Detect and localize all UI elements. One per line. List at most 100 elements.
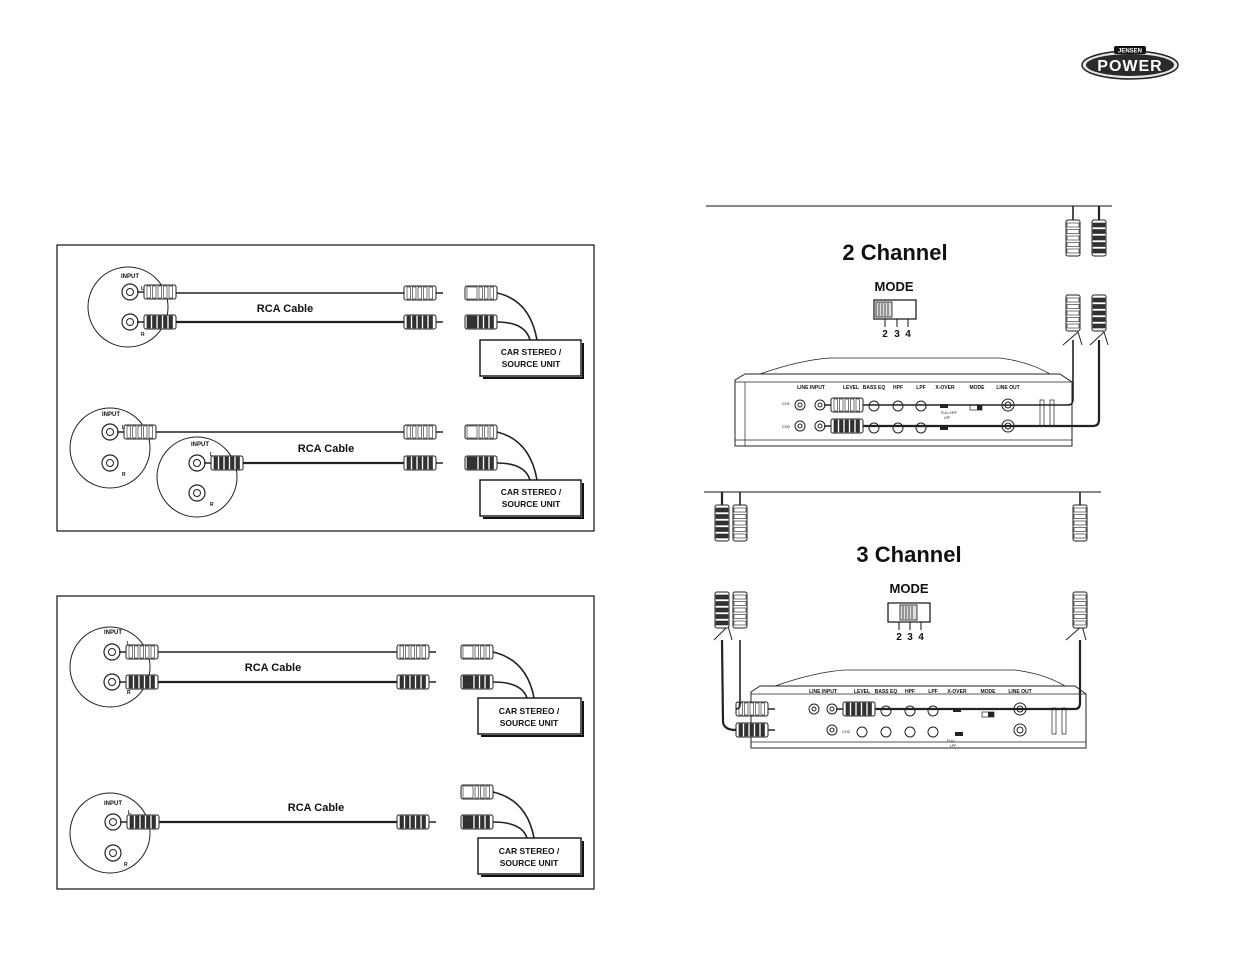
input-label: INPUT (121, 274, 139, 280)
source-unit-line2: SOURCE UNIT (502, 359, 561, 369)
amp-label: BASS EQ (875, 689, 898, 695)
rca-plug (824, 418, 864, 434)
mode-position: 4 (918, 632, 924, 643)
amp-label: LPF (916, 385, 925, 391)
amp-label: LEVEL (854, 689, 870, 695)
amplifier-body: LINE INPUT LEVEL BASS EQ HPF LPF X-OVER … (734, 357, 1073, 447)
rca-female-plug (714, 504, 730, 542)
rca-plug (1091, 294, 1107, 332)
rca-female-plug (1065, 219, 1081, 257)
amp-label: LINE OUT (1008, 689, 1031, 695)
rca-plug (396, 674, 436, 690)
amp-label: LPF (928, 689, 937, 695)
right-marker: R (124, 862, 128, 868)
input-label: INPUT (102, 412, 120, 418)
mode-label: MODE (875, 279, 914, 294)
rca-cable-label: RCA Cable (298, 443, 354, 455)
panel4-diagram: INPUT L R RCA Cable CAR STEREO / SOURCE … (69, 784, 584, 877)
three-channel-title: 3 Channel (856, 542, 961, 567)
source-unit-line1: CAR STEREO / (501, 487, 562, 497)
rca-female-plug (464, 314, 498, 330)
rca-plug (120, 814, 160, 830)
rca-cable-label: RCA Cable (245, 662, 301, 674)
source-unit-line1: CAR STEREO / (499, 846, 560, 856)
panel3-diagram: INPUT L R RCA Cable CAR STEREO / SOURCE … (69, 626, 584, 737)
logo-brand-large: POWER (1097, 58, 1162, 75)
panel2-diagram: INPUT L R INPUT L R RCA Cable CAR STEREO… (69, 407, 584, 519)
source-unit-box (477, 697, 582, 735)
xover-option: LPF (944, 416, 950, 420)
mode-position: 2 (896, 632, 902, 643)
mode-switch: 2 3 4 (887, 602, 931, 643)
xover-option: FULL (947, 739, 956, 743)
rca-female-plug (460, 674, 494, 690)
jack-right (101, 454, 119, 472)
rca-cable-label: RCA Cable (257, 303, 313, 315)
rca-plug (137, 314, 177, 330)
source-unit-box (479, 339, 582, 377)
input-label: INPUT (191, 442, 209, 448)
rca-plug (117, 424, 157, 440)
rca-plug (119, 674, 159, 690)
upper-left-panel (56, 244, 595, 532)
mode-position: 3 (907, 632, 913, 643)
source-unit-line2: SOURCE UNIT (500, 858, 559, 868)
lower-left-panel (56, 595, 595, 890)
source-unit-line2: SOURCE UNIT (502, 499, 561, 509)
input-panel-circle (87, 266, 169, 348)
amp-label: LEVEL (843, 385, 859, 391)
logo-brand-small: JENSEN (1118, 49, 1142, 55)
amp-label: X-OVER (935, 385, 955, 391)
right-marker: R (127, 690, 131, 696)
jack-right (188, 484, 206, 502)
rca-plug (1072, 591, 1088, 629)
rca-female-plug (464, 285, 498, 301)
amp-label: HPF (905, 689, 915, 695)
left-marker: L (141, 286, 144, 292)
source-unit-box (477, 837, 582, 875)
rca-plug (396, 814, 436, 830)
rca-female-plug (460, 784, 494, 800)
rca-female-plug (460, 814, 494, 830)
mode-label: MODE (890, 581, 929, 596)
amp-label: X-OVER (947, 689, 967, 695)
rca-plug (204, 455, 244, 471)
left-marker: L (127, 641, 130, 647)
input-panel-circle (69, 792, 151, 874)
input-label: INPUT (104, 630, 122, 636)
rca-female-plug (732, 504, 748, 542)
rca-female-plug (1072, 504, 1088, 542)
three-channel-diagram: 3 Channel MODE 2 3 4 LINE INPUT LEVEL BA… (704, 491, 1101, 749)
jack-right (104, 844, 122, 862)
mode-position: 3 (894, 329, 900, 340)
jack-left (103, 643, 121, 661)
jack-right (121, 313, 139, 331)
rca-plug (1065, 294, 1081, 332)
jack-left (101, 423, 119, 441)
amp-label: MODE (970, 385, 986, 391)
left-marker: L (128, 810, 131, 816)
two-channel-title: 2 Channel (842, 240, 947, 265)
jensen-power-logo: JENSEN POWER (1081, 46, 1179, 80)
input-panel-circle (156, 436, 238, 518)
amp-label: HPF (893, 385, 903, 391)
rca-cable-label: RCA Cable (288, 802, 344, 814)
amp-label: LINE INPUT (809, 689, 837, 695)
rca-plug (732, 591, 748, 629)
jack-left (121, 283, 139, 301)
xover-option: LPF (950, 744, 956, 748)
ch2-label: CH2 (842, 729, 851, 734)
rca-female-plug (460, 644, 494, 660)
rca-plug (403, 455, 443, 471)
ch1-label: CH1 (782, 401, 791, 406)
mode-switch: 2 3 4 (873, 299, 917, 340)
right-marker: R (210, 502, 214, 508)
ch2-label: CH2 (782, 424, 791, 429)
input-panel-circle (69, 626, 151, 708)
input-label: INPUT (104, 801, 122, 807)
amp-label: LINE INPUT (797, 385, 825, 391)
amp-label: MODE (981, 689, 997, 695)
jack-left (104, 813, 122, 831)
